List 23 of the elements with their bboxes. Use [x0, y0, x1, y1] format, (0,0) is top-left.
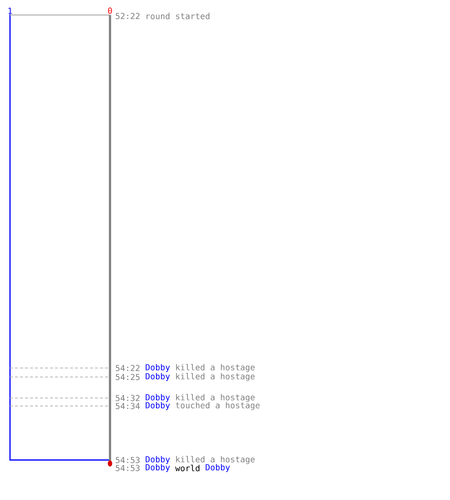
event-text: touched a hostage — [176, 402, 260, 410]
player-name: Dobby — [146, 373, 170, 381]
player-name: Dobby — [146, 394, 170, 402]
timestamp: 54:53 — [116, 456, 140, 464]
lane-number: 1 — [8, 8, 12, 14]
player-name: Dobby — [146, 456, 170, 464]
player-name: Dobby — [146, 402, 170, 410]
timestamp: 54:32 — [116, 394, 140, 402]
event-text: killed a hostage — [176, 456, 255, 464]
timestamp: 54:25 — [116, 374, 140, 380]
timestamp: 54:53 — [116, 464, 140, 472]
event-text: killed a hostage — [176, 372, 255, 382]
timestamp: 54:34 — [116, 402, 140, 410]
player-name: Dobby — [146, 364, 170, 372]
lane-number: 0 — [108, 8, 112, 14]
player-name: Dobby — [206, 464, 230, 472]
event-text: world — [175, 464, 200, 472]
event-text: killed a hostage — [176, 394, 255, 402]
player-name: Dobby — [146, 464, 170, 472]
timestamp: 54:22 — [116, 364, 140, 372]
event-text: killed a hostage — [176, 364, 255, 372]
event-text: round started — [146, 12, 210, 20]
timestamp: 52:22 — [116, 12, 140, 20]
